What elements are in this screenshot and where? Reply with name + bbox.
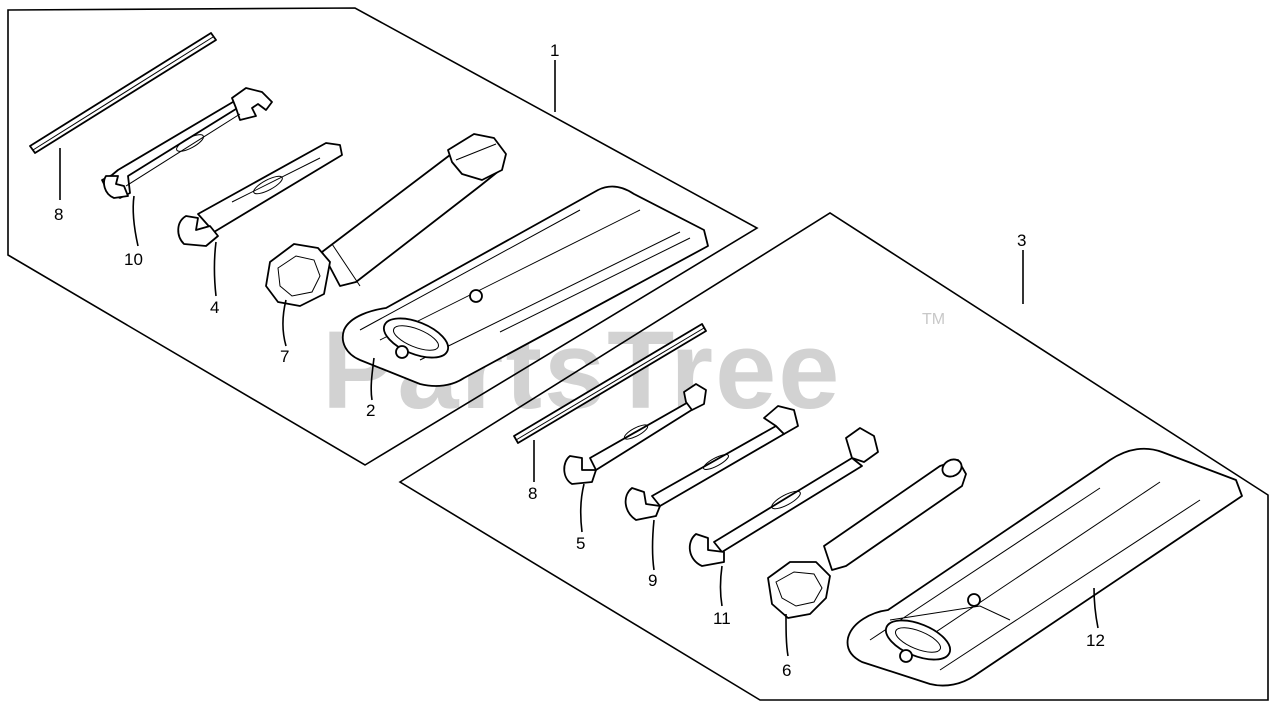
callout-b-wrench-1: 5 — [576, 534, 585, 553]
callout-b-wrench-2: 9 — [648, 571, 657, 590]
kit-a-tommy-bar[interactable] — [29, 32, 217, 154]
kit-b-tommy-bar[interactable] — [513, 323, 707, 444]
callout-b-plug-wrench: 6 — [782, 661, 791, 680]
callout-a-wrench-large: 4 — [210, 298, 219, 317]
kit-a-wrench-large[interactable] — [177, 142, 343, 247]
trademark-mark: TM — [922, 311, 945, 328]
kit-b-tool-pouch[interactable] — [846, 447, 1243, 687]
kit-b-plug-wrench[interactable] — [767, 456, 967, 619]
kit-a-tool-pouch[interactable] — [341, 185, 709, 387]
callout-kit-b: 3 — [1017, 231, 1026, 250]
callout-a-pouch: 2 — [366, 401, 375, 420]
callout-b-bar: 8 — [528, 484, 537, 503]
callout-a-plug-wrench: 7 — [280, 347, 289, 366]
callout-kit-a: 1 — [550, 41, 559, 60]
leader-lines — [59, 60, 1099, 657]
kit-a-wrench-small[interactable] — [101, 87, 273, 199]
callout-a-wrench-small: 10 — [124, 250, 143, 269]
kit-b-wrench-2[interactable] — [624, 405, 799, 521]
kit-a-panel — [7, 7, 759, 466]
kit-a-plug-wrench[interactable] — [265, 133, 507, 307]
callout-b-pouch: 12 — [1086, 631, 1105, 650]
callout-b-wrench-3: 11 — [713, 609, 731, 628]
kit-b-wrench-1[interactable] — [563, 383, 707, 485]
callout-a-bar: 8 — [54, 205, 63, 224]
kit-b-panel — [398, 212, 1269, 701]
callout-labels: 1 3 8 10 4 7 2 8 5 9 11 6 12 — [54, 41, 1105, 680]
kit-b-wrench-3[interactable] — [688, 427, 879, 567]
